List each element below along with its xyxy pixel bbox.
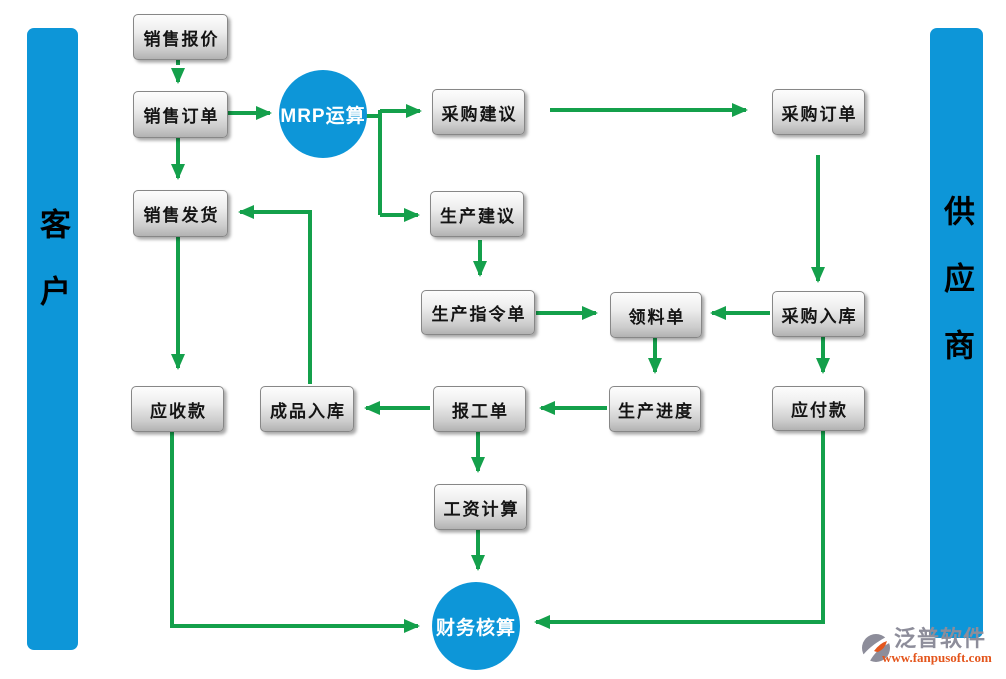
node-production-progress-label: 生产进度 <box>618 401 694 421</box>
finance-circle-label: 财务核算 <box>435 617 516 639</box>
node-material-requisition: 领料单 <box>610 292 702 338</box>
node-sales-order-label: 销售订单 <box>143 107 220 126</box>
watermark-brand: 泛普软件 <box>894 626 987 651</box>
customer-bar: 客户 <box>27 28 78 650</box>
node-sales-quote: 销售报价 <box>133 14 228 60</box>
node-production-progress: 生产进度 <box>609 386 701 432</box>
node-payables: 应付款 <box>772 386 865 431</box>
node-payables-label: 应付款 <box>791 401 848 420</box>
fanpu-logo-icon <box>860 631 894 670</box>
node-production-order: 生产指令单 <box>421 290 535 335</box>
node-production-order-label: 生产指令单 <box>431 305 527 324</box>
watermark: 泛普软件 www.fanpusoft.com <box>860 627 992 670</box>
mrp-branch-line <box>366 110 382 215</box>
node-work-report: 报工单 <box>433 386 526 432</box>
node-purchase-order-label: 采购订单 <box>781 104 858 124</box>
arrow-finished-goods-to-sales-delivery <box>238 205 312 384</box>
node-sales-delivery: 销售发货 <box>133 190 228 237</box>
node-purchase-suggestion-label: 采购建议 <box>441 104 518 124</box>
customer-bar-label: 客户 <box>35 208 70 342</box>
node-production-suggestion-label: 生产建议 <box>440 206 516 226</box>
mrp-circle-label: MRP运算 <box>280 105 366 127</box>
node-finished-goods-in: 成品入库 <box>260 386 354 432</box>
arrow-receivables-to-finance <box>170 431 420 633</box>
node-production-suggestion: 生产建议 <box>430 191 524 237</box>
node-sales-order: 销售订单 <box>133 91 228 138</box>
node-finished-goods-in-label: 成品入库 <box>270 401 346 421</box>
watermark-url: www.fanpusoft.com <box>882 650 992 665</box>
node-work-report-label: 报工单 <box>452 401 509 421</box>
node-salary-calculation-label: 工资计算 <box>443 499 520 519</box>
node-purchase-stock-in-label: 采购入库 <box>781 306 858 326</box>
node-purchase-order: 采购订单 <box>772 89 865 135</box>
node-purchase-stock-in: 采购入库 <box>772 291 865 337</box>
node-purchase-suggestion: 采购建议 <box>432 89 525 135</box>
finance-circle: 财务核算 <box>432 582 520 670</box>
node-sales-delivery-label: 销售发货 <box>143 206 220 225</box>
node-receivables: 应收款 <box>131 386 224 432</box>
node-material-requisition-label: 领料单 <box>628 307 686 327</box>
node-salary-calculation: 工资计算 <box>434 484 527 530</box>
mrp-circle: MRP运算 <box>279 70 367 158</box>
arrow-payables-to-finance <box>534 430 825 629</box>
node-sales-quote-label: 销售报价 <box>143 29 220 49</box>
supplier-bar-label: 供应商 <box>939 195 974 396</box>
supplier-bar: 供应商 <box>930 28 983 638</box>
node-receivables-label: 应收款 <box>150 401 207 421</box>
